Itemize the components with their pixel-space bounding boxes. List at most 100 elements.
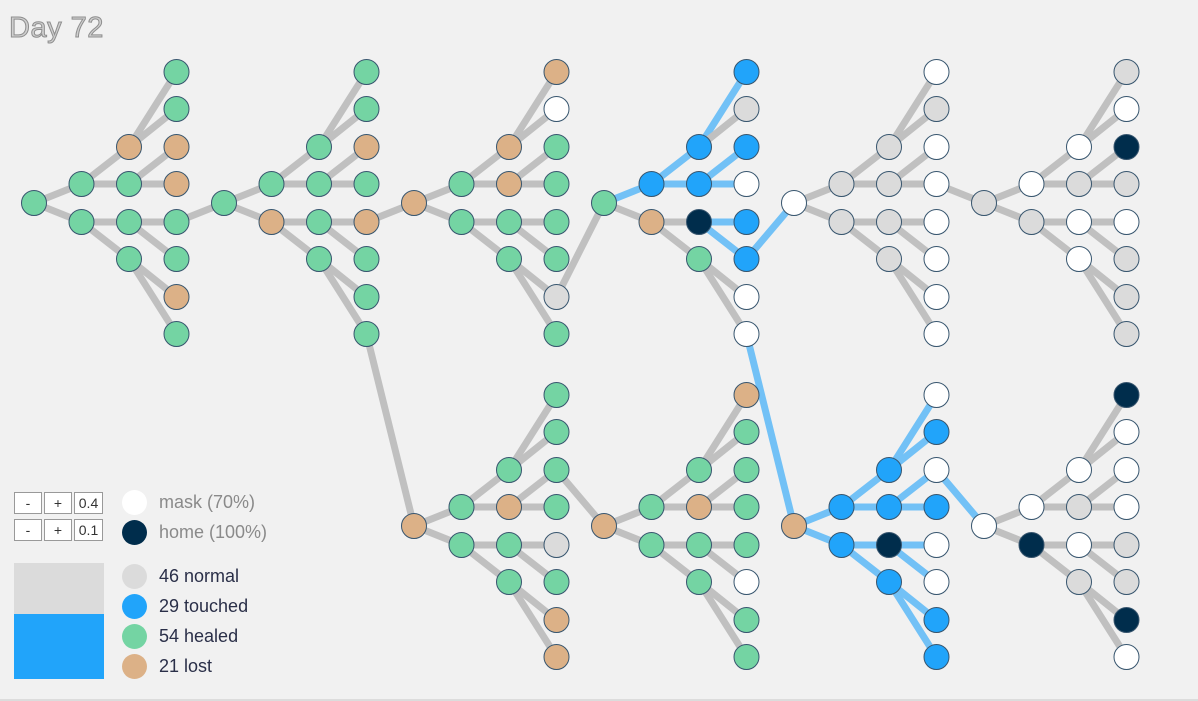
cluster-3-root-node xyxy=(591,190,617,216)
edge xyxy=(885,68,940,151)
cluster-9-leaf-node xyxy=(1113,494,1140,520)
cluster-4-inner-node xyxy=(876,134,902,160)
network-nodes xyxy=(21,59,1140,670)
cluster-1-inner-node xyxy=(306,209,332,235)
cluster-9-leaf-node xyxy=(1113,532,1140,558)
cluster-3-inner-node xyxy=(686,171,712,197)
cluster-9-leaf-node xyxy=(1113,569,1140,595)
cluster-8-inner-node xyxy=(876,457,902,483)
cluster-1-leaf-node xyxy=(353,134,380,160)
home-increase-button[interactable]: + xyxy=(44,519,72,541)
cluster-0-leaf-node xyxy=(163,134,190,160)
edge xyxy=(505,68,560,151)
cluster-0-leaf-node xyxy=(163,321,190,347)
cluster-8-leaf-node xyxy=(923,569,950,595)
cluster-2-leaf-node xyxy=(543,134,570,160)
legend-healed-label: 54 healed xyxy=(159,625,239,646)
cluster-7-leaf-node xyxy=(733,419,760,445)
mask-dot-icon xyxy=(122,489,147,515)
cluster-0-inner-node xyxy=(116,209,142,235)
cluster-3-leaf-node xyxy=(733,321,760,347)
legend-touched-label: 29 touched xyxy=(159,595,249,616)
cluster-4-leaf-node xyxy=(923,134,950,160)
cluster-6-inner-node xyxy=(496,532,522,558)
cluster-2-leaf-node xyxy=(543,209,570,235)
cluster-3-mid-node xyxy=(638,209,665,235)
cluster-6-leaf-node xyxy=(543,644,570,670)
edge xyxy=(695,255,750,338)
cluster-1-leaf-node xyxy=(353,209,380,235)
cluster-2-mid-node xyxy=(448,171,475,197)
cluster-3-leaf-node xyxy=(733,96,760,122)
cluster-1-leaf-node xyxy=(353,284,380,310)
cluster-9-leaf-node xyxy=(1113,607,1140,633)
cluster-5-leaf-node xyxy=(1113,134,1140,160)
cluster-6-mid-node xyxy=(448,494,475,520)
cluster-4-leaf-node xyxy=(923,171,950,197)
cluster-6-leaf-node xyxy=(543,532,570,558)
cluster-6-leaf-node xyxy=(543,607,570,633)
cluster-2-leaf-node xyxy=(543,246,570,272)
cluster-6-inner-node xyxy=(496,494,522,520)
cluster-3-leaf-node xyxy=(733,246,760,272)
cluster-1-mid-node xyxy=(258,171,285,197)
cluster-7-inner-node xyxy=(686,457,712,483)
cluster-6-leaf-node xyxy=(543,569,570,595)
cluster-1-leaf-node xyxy=(353,59,380,85)
cluster-3-inner-node xyxy=(686,246,712,272)
cluster-5-mid-node xyxy=(1018,209,1045,235)
cluster-8-root-node xyxy=(781,513,807,539)
cluster-5-inner-node xyxy=(1066,246,1092,272)
edge xyxy=(695,578,750,661)
cluster-7-inner-node xyxy=(686,494,712,520)
cluster-2-leaf-node xyxy=(543,284,570,310)
cluster-6-inner-node xyxy=(496,569,522,595)
cluster-4-inner-node xyxy=(876,209,902,235)
cluster-4-root-node xyxy=(781,190,807,216)
home-rate-value: 0.1 xyxy=(74,519,103,541)
edge xyxy=(505,578,560,661)
connector-edge xyxy=(363,330,418,530)
edge xyxy=(885,255,940,338)
cluster-3-leaf-node xyxy=(733,59,760,85)
cluster-7-mid-node xyxy=(638,532,665,558)
touched-edge xyxy=(885,578,940,661)
cluster-7-leaf-node xyxy=(733,644,760,670)
mask-decrease-button[interactable]: - xyxy=(14,492,42,514)
cluster-7-leaf-node xyxy=(733,457,760,483)
home-decrease-button[interactable]: - xyxy=(14,519,42,541)
home-dot-icon xyxy=(122,519,147,545)
cluster-3-leaf-node xyxy=(733,209,760,235)
cluster-4-leaf-node xyxy=(923,59,950,85)
cluster-6-mid-node xyxy=(448,532,475,558)
cluster-5-mid-node xyxy=(1018,171,1045,197)
cluster-6-leaf-node xyxy=(543,419,570,445)
cluster-1-leaf-node xyxy=(353,321,380,347)
cluster-3-leaf-node xyxy=(733,171,760,197)
touched-dot-icon xyxy=(122,593,147,619)
cluster-7-leaf-node xyxy=(733,607,760,633)
cluster-6-leaf-node xyxy=(543,457,570,483)
cluster-1-mid-node xyxy=(258,209,285,235)
cluster-9-leaf-node xyxy=(1113,457,1140,483)
cluster-5-leaf-node xyxy=(1113,246,1140,272)
edge xyxy=(315,68,370,151)
mask-rate-value: 0.4 xyxy=(74,492,103,514)
cluster-0-leaf-node xyxy=(163,284,190,310)
cluster-1-root-node xyxy=(211,190,237,216)
touched-edge xyxy=(695,68,750,151)
cluster-8-leaf-node xyxy=(923,457,950,483)
cluster-0-mid-node xyxy=(68,209,95,235)
cluster-6-leaf-node xyxy=(543,382,570,408)
cluster-4-inner-node xyxy=(876,171,902,197)
touched-connector-edge xyxy=(743,330,798,530)
cluster-4-inner-node xyxy=(876,246,902,272)
cluster-9-inner-node xyxy=(1066,457,1092,483)
legend-home-label: home (100%) xyxy=(159,521,268,542)
edge xyxy=(1075,68,1130,151)
cluster-0-leaf-node xyxy=(163,59,190,85)
cluster-4-leaf-node xyxy=(923,284,950,310)
cluster-8-leaf-node xyxy=(923,494,950,520)
mask-increase-button[interactable]: + xyxy=(44,492,72,514)
cluster-7-leaf-node xyxy=(733,382,760,408)
